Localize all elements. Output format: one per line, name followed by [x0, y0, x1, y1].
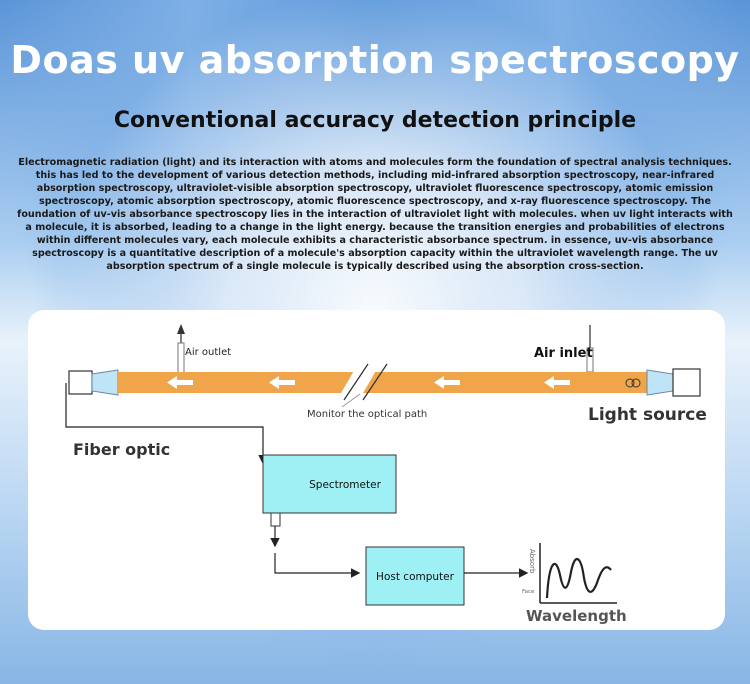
- fiber-detector-box: [68, 370, 93, 395]
- face-axis-label: Face: [522, 589, 535, 595]
- fiber-optic-label: Fiber optic: [73, 440, 170, 459]
- tube-break-marks: [337, 363, 388, 401]
- spectrometer-box: [262, 454, 397, 514]
- host-computer-label: Host computer: [376, 571, 455, 583]
- page-subtitle: Conventional accuracy detection principl…: [113, 108, 637, 133]
- absorb-axis-label: Absorb: [528, 549, 536, 574]
- fiber-optic-line: [65, 383, 268, 465]
- flow-arrow-1: [167, 376, 193, 389]
- light-source-box: [672, 368, 701, 397]
- air-inlet-label: Air inlet: [534, 346, 593, 361]
- flow-arrows: [167, 376, 570, 389]
- page-title: Doas uv absorption spectroscopy: [10, 38, 740, 82]
- wavelength-label: Wavelength: [526, 607, 627, 625]
- monitor-path-pointer: [341, 393, 361, 408]
- flow-arrow-3: [434, 376, 460, 389]
- air-outlet-pipe: [177, 324, 185, 374]
- intro-paragraph: Electromagnetic radiation (light) and it…: [17, 157, 733, 272]
- monitor-path-label: Monitor the optical path: [307, 409, 427, 420]
- spectrometer-port: [270, 512, 281, 527]
- spectro-to-host-line: [274, 553, 361, 578]
- spectrometer-label: Spectrometer: [309, 479, 381, 491]
- host-computer-box: [365, 546, 465, 606]
- flow-arrow-2: [269, 376, 295, 389]
- flow-arrow-4: [544, 376, 570, 389]
- absorbance-mini-plot: [539, 543, 617, 604]
- light-source-label: Light source: [588, 405, 707, 425]
- left-lens-cone: [91, 369, 119, 396]
- air-outlet-label: Air outlet: [185, 347, 231, 358]
- right-lens-cone: [646, 369, 674, 396]
- absorption-tube: [118, 372, 647, 393]
- lamp-symbol: [625, 378, 641, 388]
